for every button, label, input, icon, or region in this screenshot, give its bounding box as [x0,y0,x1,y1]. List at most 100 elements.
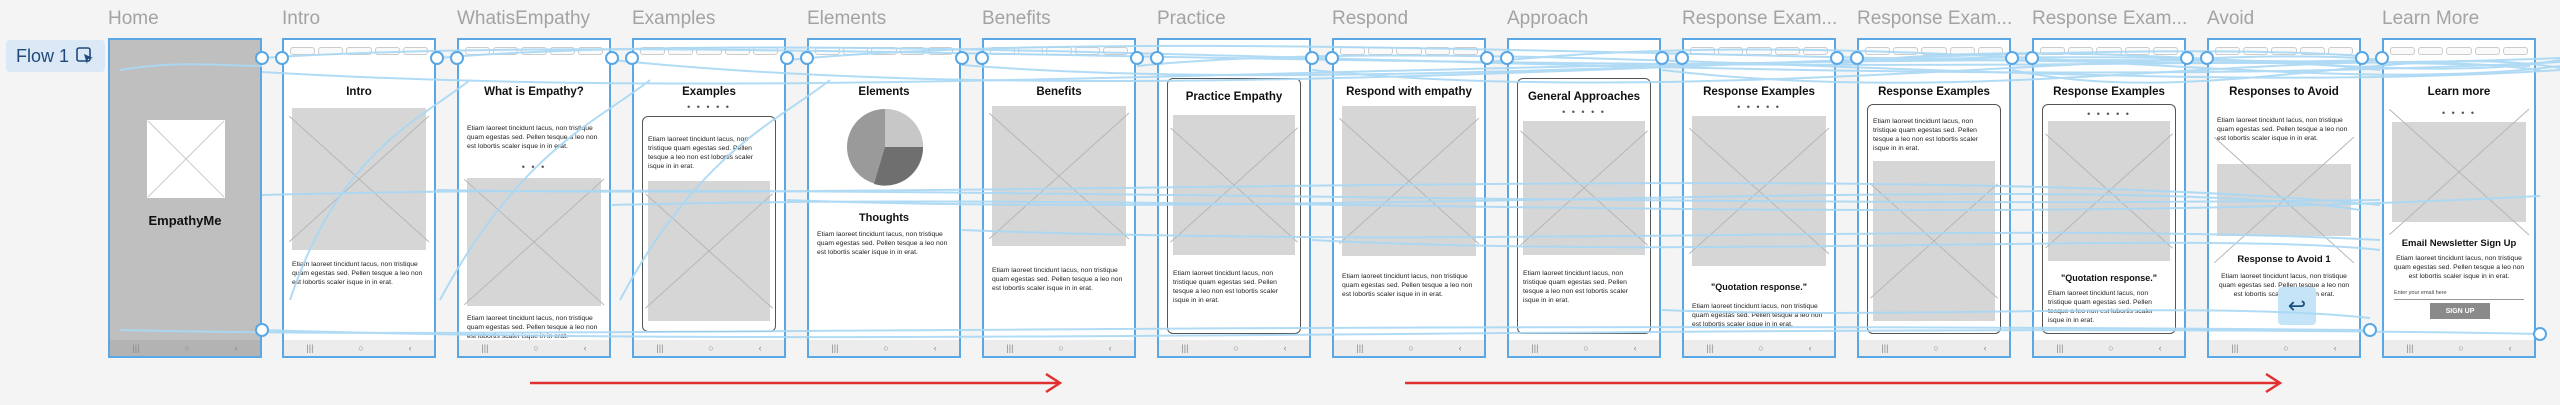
body-text: Etiam laoreet tincidunt lacus, non trist… [2393,255,2525,280]
flow-tag[interactable]: Flow 1 [6,40,106,72]
email-input[interactable] [2394,299,2524,300]
system-nav-bar: |||○‹ [809,340,959,356]
carousel-dots[interactable]: • • • • • [1562,107,1606,117]
image-placeholder [1523,121,1645,255]
screen-title: Respond with empathy [1346,86,1472,98]
quotation-text: "Quotation response." [1710,282,1808,292]
screen-title: Elements [858,86,910,98]
frame-approach[interactable]: General Approaches • • • • • Etiam laore… [1507,38,1661,358]
frame-title-response-1: Response Exam... [1682,8,1837,29]
frame-title-home: Home [108,8,159,29]
screen-title: Learn more [2427,86,2491,98]
carousel-dots[interactable]: • • • • • [1737,102,1781,112]
tab-bar[interactable] [2215,47,2354,55]
image-placeholder [2217,164,2351,236]
approach-card[interactable]: General Approaches • • • • • Etiam laore… [1517,78,1651,334]
system-nav-bar: |||○‹ [2034,340,2184,356]
tab-bar[interactable] [465,47,604,55]
frame-examples[interactable]: Examples • • • • • Etiam laoreet tincidu… [632,38,786,358]
screen-title: What is Empathy? [484,86,584,98]
tab-bar[interactable] [1690,47,1829,55]
body-text: Etiam laoreet tincidunt lacus, non trist… [467,125,598,150]
example-card[interactable]: Etiam laoreet tincidunt lacus, non trist… [642,116,776,332]
screen-title: Responses to Avoid [2229,86,2339,98]
screen-title: Response Examples [1703,86,1815,98]
screen-title: Practice Empathy [1185,91,1283,103]
system-nav-bar: |||○‹ [1159,340,1309,356]
body-text: Etiam laoreet tincidunt lacus, non trist… [2217,117,2348,142]
elements-pie [847,109,924,186]
body-text: Etiam laoreet tincidunt lacus, non trist… [1342,273,1473,298]
frame-home[interactable]: EmpathyMe |||○‹ [108,38,262,358]
tab-bar[interactable] [640,47,779,55]
body-text: Etiam laoreet tincidunt lacus, non trist… [817,231,948,256]
section-title: Response to Avoid 1 [2237,254,2331,265]
tab-bar[interactable] [815,47,954,55]
tab-bar[interactable] [2040,47,2179,55]
screen-title: Examples [682,86,736,98]
system-nav-bar: |||○‹ [110,340,260,356]
carousel-dots[interactable]: • • • • [2441,108,2477,118]
image-placeholder [2392,122,2526,222]
tab-bar[interactable] [990,47,1129,55]
tab-bar[interactable] [1865,47,2004,55]
system-nav-bar: |||○‹ [1509,340,1659,356]
tab-bar[interactable] [1340,47,1479,55]
system-nav-bar: |||○‹ [284,340,434,356]
image-placeholder [1342,106,1476,256]
frame-elements[interactable]: Elements Thoughts Etiam laoreet tincidun… [807,38,961,358]
frame-intro[interactable]: Intro Etiam laoreet tincidunt lacus, non… [282,38,436,358]
frame-title-learn-more: Learn More [2382,8,2480,29]
app-name: EmpathyMe [148,213,222,228]
response-card[interactable]: Etiam laoreet tincidunt lacus, non trist… [1867,104,2001,334]
carousel-dots[interactable]: • • • • • [687,102,731,112]
frame-title-respond: Respond [1332,8,1409,29]
screen-title: Response Examples [1878,86,1990,98]
frame-title-whatisempathy: WhatisEmpathy [457,8,591,29]
flow-label: Flow 1 [16,45,70,66]
frame-benefits[interactable]: Benefits Etiam laoreet tincidunt lacus, … [982,38,1136,358]
system-nav-bar: |||○‹ [1859,340,2009,356]
response-card[interactable]: • • • • • "Quotation response." Etiam la… [2042,104,2176,334]
frame-title-avoid: Avoid [2207,8,2255,29]
frame-title-response-3: Response Exam... [2032,8,2187,29]
email-input-label: Enter your email here [2394,290,2447,296]
screen-title: Intro [346,86,372,98]
practice-card[interactable]: Practice Empathy Etiam laoreet tincidunt… [1167,78,1301,334]
system-nav-bar: |||○‹ [984,340,1134,356]
screen-title: General Approaches [1527,91,1641,103]
frame-practice[interactable]: Practice Empathy Etiam laoreet tincidunt… [1157,38,1311,358]
frame-title-intro: Intro [282,8,321,29]
body-text: Etiam laoreet tincidunt lacus, non trist… [992,267,1123,292]
body-text: Etiam laoreet tincidunt lacus, non trist… [648,136,754,170]
image-placeholder [1692,116,1826,266]
body-text: Etiam laoreet tincidunt lacus, non trist… [1873,118,1979,152]
carousel-dots[interactable]: • • • [521,162,547,172]
body-text: Etiam laoreet tincidunt lacus, non trist… [1173,270,1279,304]
frame-response-examples-2[interactable]: Response Examples Etiam laoreet tincidun… [1857,38,2011,358]
flow-direction-arrows [530,372,2283,394]
body-text: Etiam laoreet tincidunt lacus, non trist… [292,261,423,286]
section-title: Email Newsletter Sign Up [2401,238,2517,249]
sign-up-button[interactable]: SIGN UP [2430,303,2490,319]
carousel-dots[interactable]: • • • • • [2087,109,2131,119]
frame-learn-more[interactable]: Learn more • • • • Email Newsletter Sign… [2382,38,2536,358]
system-nav-bar: |||○‹ [1684,340,1834,356]
image-placeholder [467,178,601,306]
logo-placeholder [147,120,225,198]
frame-respond[interactable]: Respond with empathy Etiam laoreet tinci… [1332,38,1486,358]
body-text: Etiam laoreet tincidunt lacus, non trist… [1692,303,1823,328]
image-placeholder [648,181,770,321]
frame-response-examples-3[interactable]: Response Examples • • • • • "Quotation r… [2032,38,2186,358]
frame-response-examples-1[interactable]: Response Examples • • • • • "Quotation r… [1682,38,1836,358]
image-placeholder [2048,121,2170,261]
frame-title-response-2: Response Exam... [1857,8,2012,29]
tab-bar[interactable] [290,47,429,55]
back-action-icon[interactable]: ↩ [2278,287,2316,325]
image-placeholder [1173,115,1295,255]
tab-bar[interactable] [2390,47,2529,55]
frame-title-examples: Examples [632,8,716,29]
frame-whatisempathy[interactable]: What is Empathy? Etiam laoreet tincidunt… [457,38,611,358]
section-title: Thoughts [858,212,910,224]
